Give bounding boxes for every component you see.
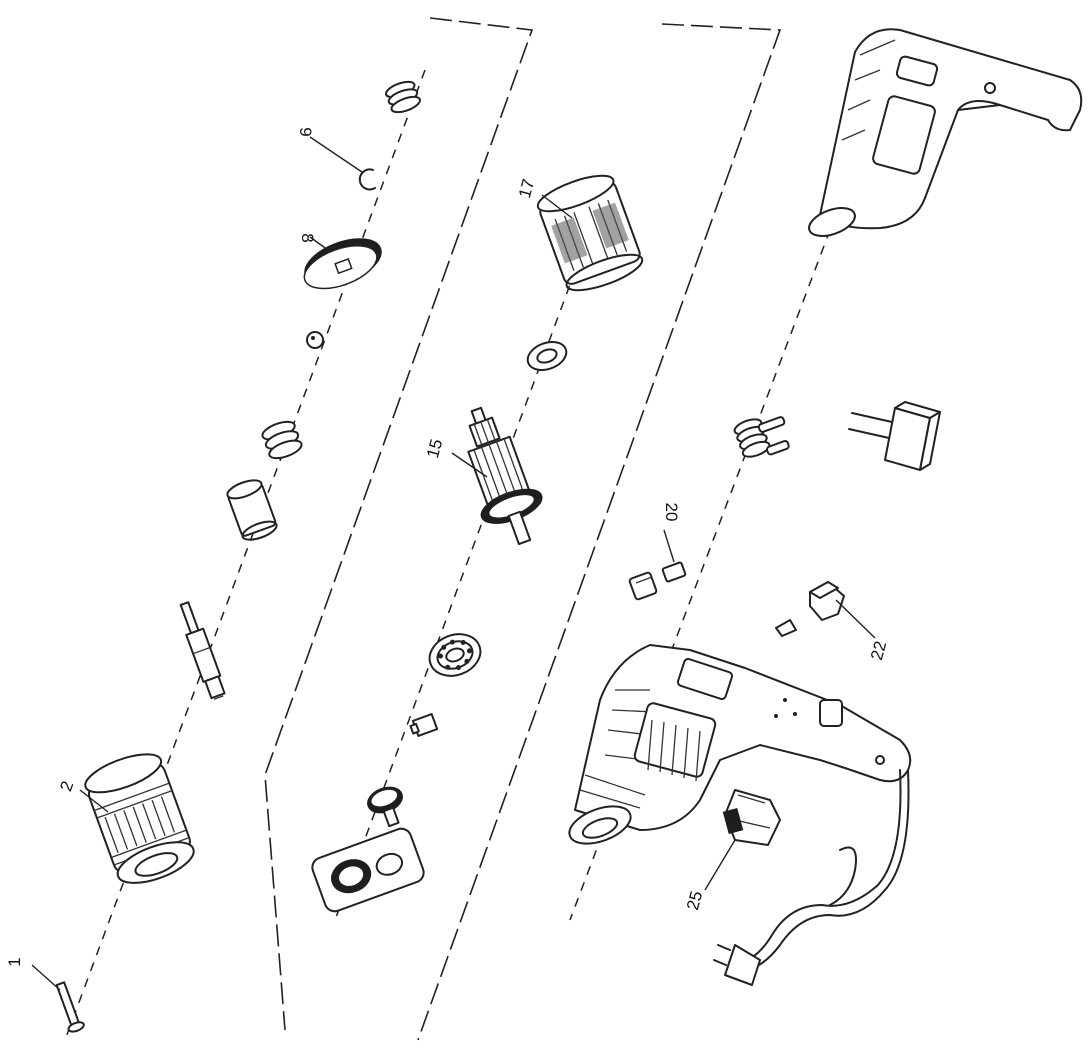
spring-top — [385, 80, 421, 114]
bearing-upper — [526, 340, 568, 372]
leader-15 — [451, 452, 488, 478]
leader-20 — [663, 529, 675, 563]
label-part-15: 15 — [423, 437, 446, 460]
gear-pinion — [367, 786, 403, 828]
brush-holder-part-20 — [628, 561, 687, 601]
housing-upper — [808, 28, 1083, 237]
leader-2 — [79, 789, 109, 813]
power-cord — [713, 769, 910, 986]
label-part-9: 9 — [296, 127, 315, 136]
label-part-22: 22 — [867, 639, 890, 662]
spring-clip-right — [733, 416, 790, 458]
leader-25 — [704, 839, 736, 891]
retaining-clip-part-9 — [358, 168, 376, 191]
bearing-plate — [311, 827, 425, 913]
leader-17 — [541, 194, 573, 219]
label-part-1: 1 — [5, 957, 24, 966]
leader-22 — [835, 599, 876, 639]
label-part-8: 8 — [298, 233, 317, 242]
label-part-25: 25 — [683, 889, 706, 912]
axis-chuck-spindle — [64, 69, 426, 1041]
spindle-shaft — [179, 601, 226, 700]
gear-part-8 — [303, 238, 382, 290]
leader-8 — [309, 236, 329, 251]
field-coil-part-17 — [536, 174, 644, 292]
assembly-axes — [64, 69, 831, 1041]
chuck-part-2 — [84, 753, 195, 884]
key-block — [409, 713, 439, 737]
label-part-17: 17 — [515, 177, 538, 200]
label-part-2: 2 — [56, 778, 77, 793]
armature-part-15 — [467, 406, 543, 546]
leader-1 — [31, 964, 61, 991]
leader-lines — [31, 136, 876, 991]
boundary-left — [264, 17, 534, 1031]
switch-trigger-part-25 — [722, 789, 781, 846]
spring-middle — [261, 420, 303, 460]
switch-part-22 — [775, 581, 845, 637]
capacitor-block — [848, 401, 941, 471]
bearing-lower — [428, 633, 482, 677]
leader-9 — [309, 136, 363, 173]
label-part-20: 20 — [662, 503, 681, 522]
group-boundaries — [264, 17, 782, 1041]
sleeve-bushing — [226, 479, 278, 541]
chuck-screw-part-1 — [55, 981, 85, 1033]
housing-lower — [568, 644, 912, 845]
boundary-right — [417, 23, 782, 1041]
ball-bearing-small — [306, 331, 324, 349]
part-labels: 1 2 8 9 15 17 20 22 25 — [5, 127, 890, 966]
